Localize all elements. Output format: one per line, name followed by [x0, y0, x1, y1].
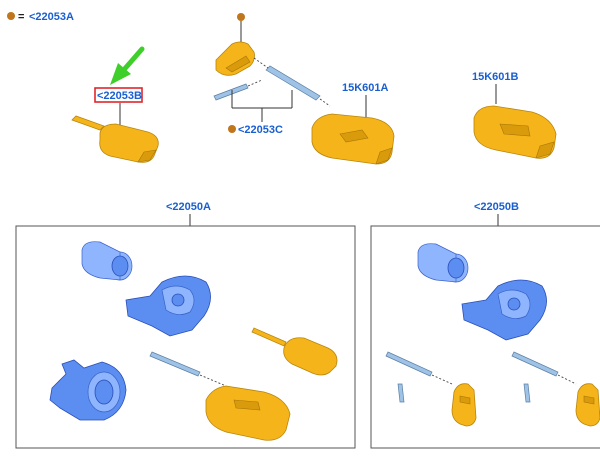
key-remote-b-part[interactable]	[71, 103, 159, 163]
legend-code[interactable]: <22053A	[29, 11, 74, 23]
kit-b-key-2-part[interactable]	[511, 351, 600, 427]
kit-b-key-1-part[interactable]	[385, 351, 477, 427]
legend-marker-dot	[7, 12, 15, 20]
top-dot-marker	[237, 13, 245, 44]
kit-a-flip-key-part[interactable]	[251, 327, 338, 376]
kit-a-ignition-housing-part[interactable]	[125, 275, 211, 337]
kit-a-box	[15, 225, 356, 449]
callout-15k601b[interactable]: 15K601B	[472, 71, 519, 83]
callout-22050b[interactable]: <22050B	[474, 201, 519, 213]
kit-a-steering-lock-part[interactable]	[49, 359, 127, 421]
callout-22053c-leader	[231, 90, 293, 122]
callout-22050a[interactable]: <22050A	[166, 201, 211, 213]
kit-a-fob-part[interactable]	[205, 385, 291, 441]
callout-22053c[interactable]: <22053C	[238, 124, 283, 136]
highlight-arrow-icon	[110, 46, 145, 85]
key-blade-part[interactable]	[213, 57, 331, 107]
legend-equals: =	[18, 11, 24, 23]
key-head-part[interactable]	[215, 41, 255, 76]
fob-b-part[interactable]	[473, 105, 557, 159]
kit-b-lock-cylinder-part[interactable]	[417, 243, 469, 283]
callout-15k601a[interactable]: 15K601A	[342, 82, 389, 94]
legend: = <22053A	[7, 11, 74, 23]
fob-a-part[interactable]	[311, 113, 395, 165]
kit-a-lock-cylinder-part[interactable]	[81, 241, 133, 281]
callout-22053c-dot	[228, 125, 236, 133]
kit-b-ignition-housing-part[interactable]	[461, 279, 547, 341]
kit-a-key-blade-part[interactable]	[149, 351, 227, 387]
callout-22053b[interactable]: <22053B	[97, 90, 142, 102]
highlight-box	[94, 87, 143, 103]
kit-b-box	[370, 225, 600, 449]
